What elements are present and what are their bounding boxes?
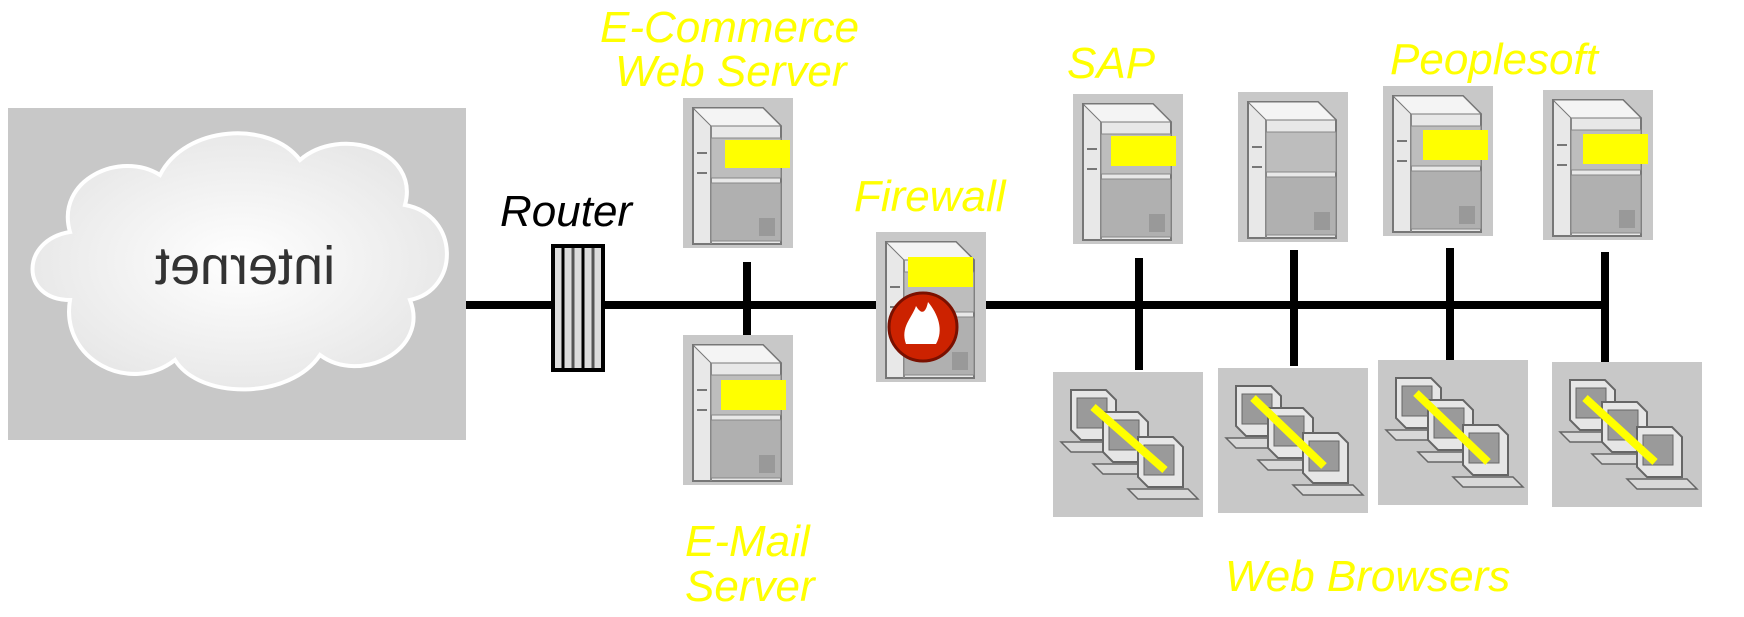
web-browser-pc-group-icon xyxy=(1551,361,1703,508)
web-browser-pc-group-icon xyxy=(1052,371,1204,518)
web-browsers-label: Web Browsers xyxy=(1225,552,1511,601)
network-links xyxy=(466,248,1609,370)
email-server-icon xyxy=(682,334,794,486)
sap-label: SAP xyxy=(1067,39,1156,88)
ecommerce-server-icon xyxy=(682,97,794,249)
firewall-icon xyxy=(875,231,987,383)
router-icon xyxy=(551,244,605,372)
firewall-label: Firewall xyxy=(854,172,1006,221)
internet-cloud-icon xyxy=(8,108,466,440)
router-label: Router xyxy=(500,187,633,236)
sap-server-icon xyxy=(1072,93,1184,245)
ecommerce-label-line2: Web Server xyxy=(615,47,847,96)
web-browser-pc-group-icon xyxy=(1217,367,1369,514)
email-label-line2: Server xyxy=(685,562,815,611)
email-label-line1: E-Mail xyxy=(685,517,810,566)
internet-label: internet xyxy=(154,236,336,296)
server-icon-right xyxy=(1542,89,1654,241)
peoplesoft-server-icon xyxy=(1382,85,1494,237)
peoplesoft-label: Peoplesoft xyxy=(1390,35,1598,84)
ecommerce-label-line1: E-Commerce xyxy=(600,3,860,52)
server-icon xyxy=(1237,91,1349,243)
web-browser-pc-group-icon xyxy=(1377,359,1529,506)
